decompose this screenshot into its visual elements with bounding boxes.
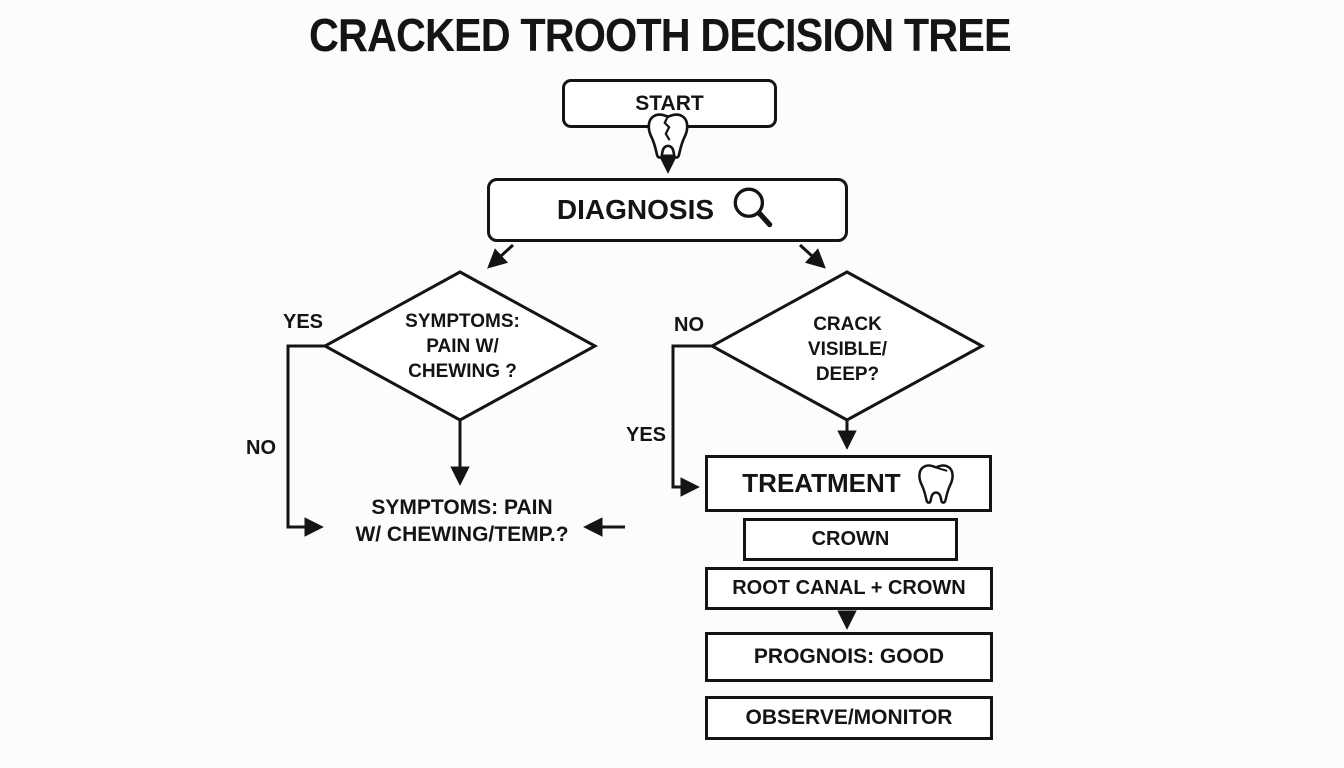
prognosis-label: PROGNOIS: GOOD	[753, 645, 945, 668]
tooth-icon	[917, 463, 954, 504]
magnifying-glass-icon	[733, 187, 773, 228]
prognosis-node: PROGNOIS: GOOD	[705, 632, 993, 682]
observe-monitor-label: OBSERVE/MONITOR	[745, 706, 953, 729]
diagnosis-label: DIAGNOSIS	[556, 194, 715, 225]
root-canal-crown-node: ROOT CANAL + CROWN	[705, 567, 993, 610]
crack-decision-line3: DEEP?	[815, 364, 880, 385]
crack-yes-label: YES	[626, 424, 667, 446]
diagnosis-node: DIAGNOSIS	[487, 178, 848, 242]
symptoms-decision-line3: CHEWING ?	[408, 361, 517, 382]
symptoms-result-text: SYMPTOMS: PAIN W/ CHEWING/TEMP.?	[337, 494, 587, 548]
root-canal-crown-label: ROOT CANAL + CROWN	[732, 577, 966, 599]
edge-crack-elbow-treatment	[671, 344, 712, 497]
page-title: CRACKED TROOTH DECISION TREE	[309, 9, 1012, 61]
crack-decision-line2: VISIBLE/	[807, 339, 888, 360]
symptoms-decision-line2: PAIN W/	[426, 336, 499, 357]
crown-label: CROWN	[811, 528, 890, 550]
symptoms-result-line1: SYMPTOMS: PAIN	[371, 496, 553, 519]
start-label: START	[635, 91, 704, 115]
edge-diagnosis-crack	[798, 243, 826, 269]
symptoms-yes-label: YES	[283, 311, 324, 333]
symptoms-no-label: NO	[246, 437, 276, 459]
treatment-node: TREATMENT	[705, 455, 992, 512]
symptoms-decision-diamond	[321, 270, 599, 422]
treatment-label: TREATMENT	[742, 468, 901, 498]
edge-diagnosis-symptoms	[487, 243, 515, 269]
crack-no-label: NO	[674, 314, 704, 336]
crown-node: CROWN	[743, 518, 958, 561]
crack-decision-line1: CRACK	[813, 314, 882, 335]
crack-decision-diamond	[708, 270, 986, 422]
crack-decision-text: CRACK VISIBLE/ DEEP?	[725, 312, 970, 387]
symptoms-decision-line1: SYMPTOMS:	[405, 311, 520, 332]
cracked-tooth-icon	[647, 113, 689, 159]
symptoms-result-line2: W/ CHEWING/TEMP.?	[355, 523, 569, 546]
symptoms-decision-text: SYMPTOMS: PAIN W/ CHEWING ?	[340, 309, 585, 384]
edge-symptoms-elbow	[286, 344, 325, 537]
observe-monitor-node: OBSERVE/MONITOR	[705, 696, 993, 740]
